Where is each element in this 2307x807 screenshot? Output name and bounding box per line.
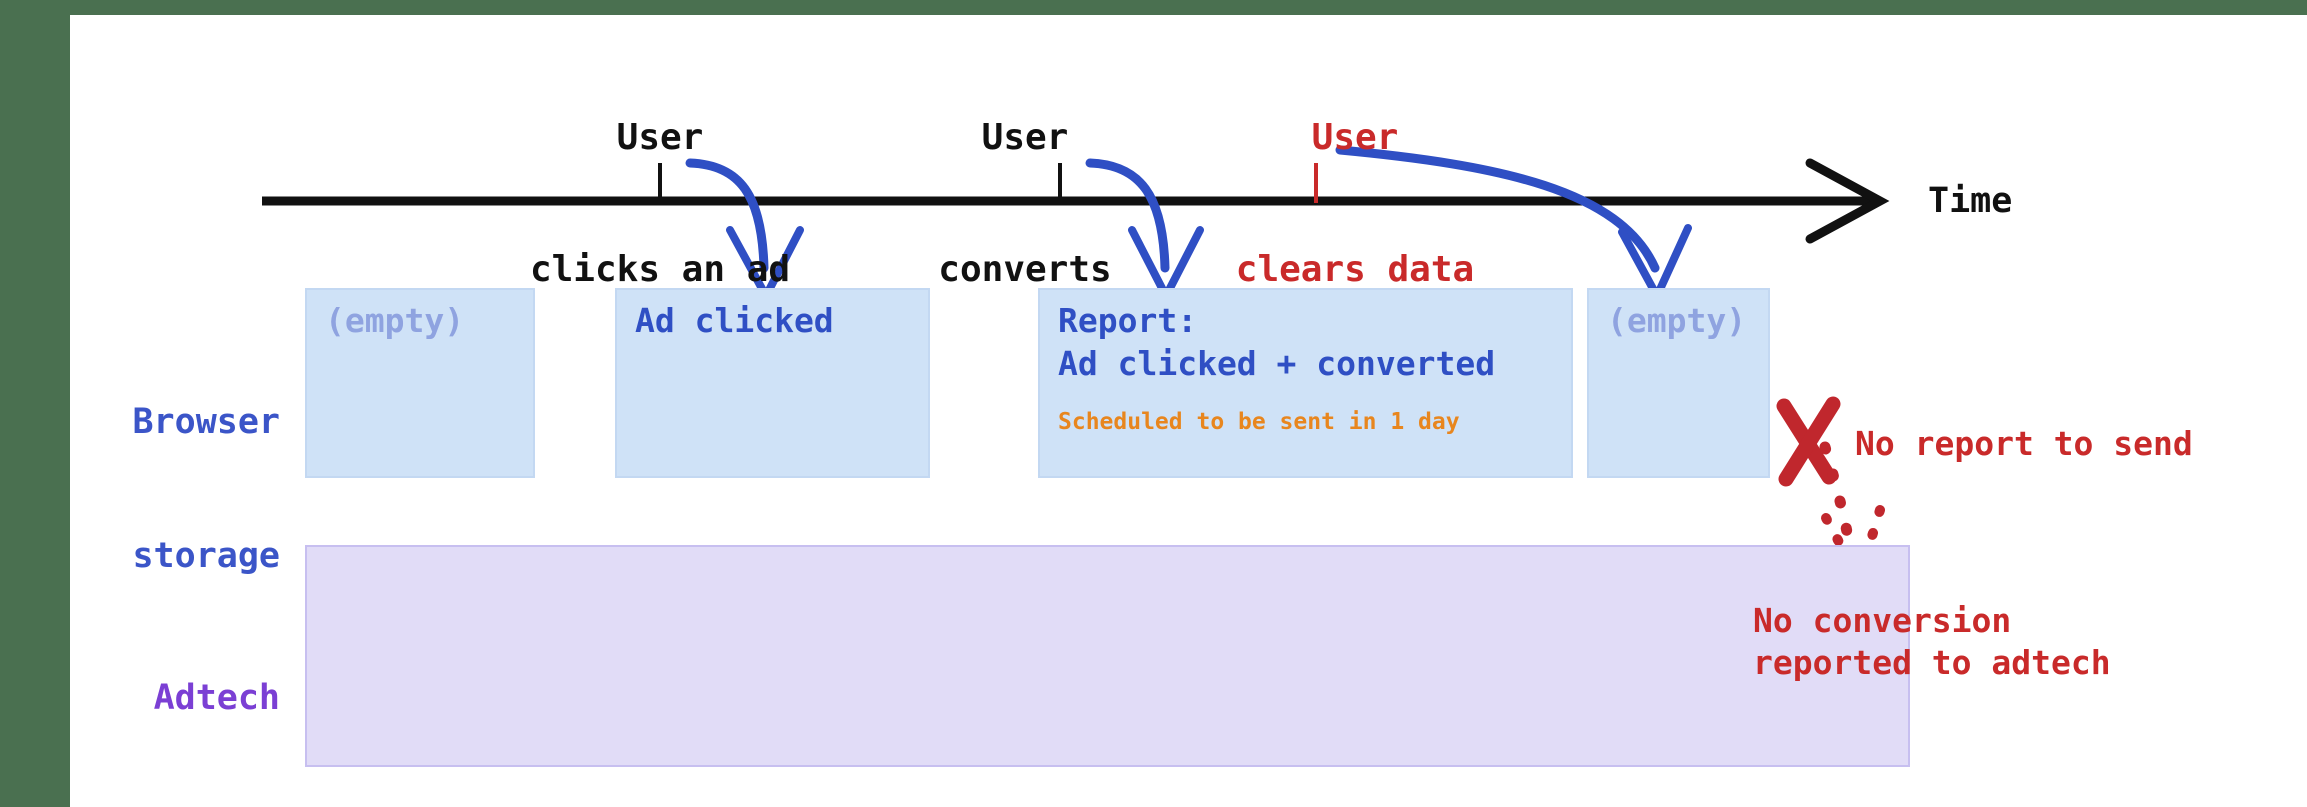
annotation-no-report-to-send: No report to send [1855, 424, 2193, 463]
green-banner-top [0, 0, 2307, 15]
row-label-adtech-line1: Adtech [153, 677, 280, 718]
annotation-no-conversion-reported: No conversion reported to adtech [1753, 601, 2111, 683]
arrow-clear-to-storage [1335, 145, 1660, 273]
event-label-convert: User converts [870, 28, 1180, 379]
event-label-clear-line2: clears data [1235, 248, 1475, 290]
row-label-browser-storage: Browser storage [80, 310, 280, 668]
event-label-click-line2: clicks an ad [529, 248, 791, 290]
row-label-browser-line1: Browser [132, 401, 280, 442]
row-label-browser-line2: storage [132, 535, 280, 576]
red-x-icon [1760, 396, 1841, 487]
event-label-convert-line2: converts [938, 248, 1112, 290]
green-banner-left-strip [0, 0, 70, 807]
event-label-clear-line1: User [1311, 116, 1399, 158]
event-label-clear: User clears data [1190, 28, 1520, 379]
event-label-convert-line1: User [981, 116, 1069, 158]
storage-box-ad-clicked-text: Ad clicked [635, 301, 834, 340]
storage-box-report-pending: Report: Ad clicked + converted Scheduled… [1038, 288, 1573, 478]
storage-box-cleared-text: (empty) [1607, 301, 1747, 340]
event-label-click-line1: User [616, 116, 704, 158]
event-label-click: User clicks an ad [470, 28, 850, 379]
row-label-adtech-server: Adtech server [80, 586, 280, 807]
arrow-click-to-storage [685, 158, 769, 273]
time-axis-label: Time [1928, 181, 2013, 221]
storage-box-cleared: (empty) [1587, 288, 1770, 478]
time-axis-arrowhead [1805, 158, 1890, 244]
storage-box-report-pending-note: Scheduled to be sent in 1 day [1058, 409, 1460, 435]
adtech-server-box [305, 545, 1910, 767]
storage-box-report-pending-text: Report: Ad clicked + converted [1058, 301, 1496, 383]
storage-box-initial: (empty) [305, 288, 535, 478]
arrow-convert-to-storage [1085, 158, 1170, 273]
storage-box-initial-text: (empty) [325, 301, 465, 340]
storage-box-ad-clicked: Ad clicked [615, 288, 930, 478]
